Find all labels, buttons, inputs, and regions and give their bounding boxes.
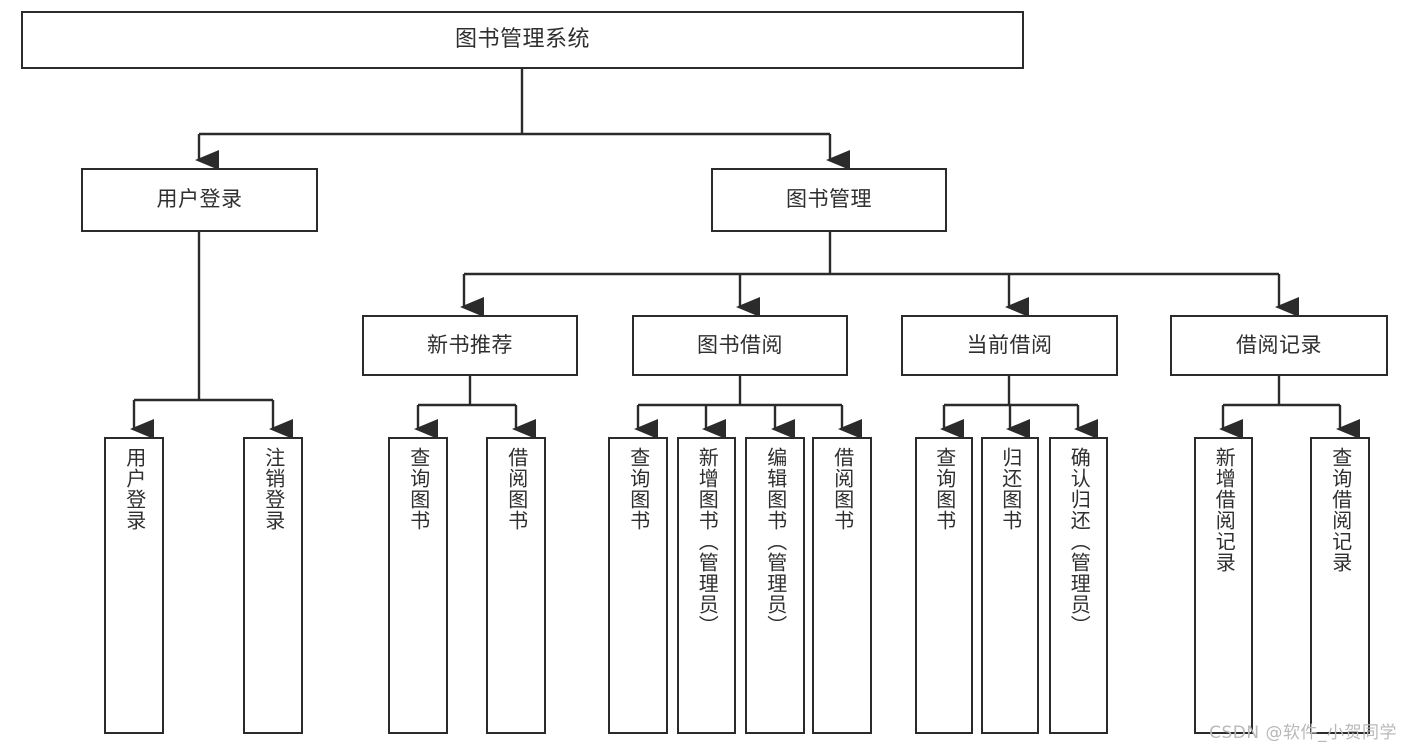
leaf-query-book-current[interactable]: 查询图书 xyxy=(915,437,973,734)
node-book-management[interactable]: 图书管理 xyxy=(711,168,947,232)
watermark: CSDN @软件_小贺同学 xyxy=(1209,723,1397,743)
leaf-query-borrow-record[interactable]: 查询借阅记录 xyxy=(1310,437,1370,734)
leaf-edit-book-admin-label: 编辑图书（管理员） xyxy=(763,447,788,636)
leaf-add-borrow-record-label: 新增借阅记录 xyxy=(1212,447,1237,573)
leaf-confirm-return-admin[interactable]: 确认归还（管理员） xyxy=(1049,437,1108,734)
node-book-borrow-label: 图书借阅 xyxy=(697,332,783,357)
node-root[interactable]: 图书管理系统 xyxy=(21,11,1024,69)
node-user-login[interactable]: 用户登录 xyxy=(81,168,318,232)
node-current-borrow-label: 当前借阅 xyxy=(966,332,1053,357)
leaf-query-book-borrow-label: 查询图书 xyxy=(626,447,651,531)
leaf-add-book-admin-label: 新增图书（管理员） xyxy=(695,447,720,636)
leaf-query-book-current-label: 查询图书 xyxy=(932,447,957,531)
leaf-return-book-label: 归还图书 xyxy=(998,447,1023,531)
node-new-book-recommend[interactable]: 新书推荐 xyxy=(362,315,578,376)
leaf-return-book[interactable]: 归还图书 xyxy=(981,437,1039,734)
leaf-edit-book-admin[interactable]: 编辑图书（管理员） xyxy=(745,437,805,734)
leaf-query-book-borrow[interactable]: 查询图书 xyxy=(608,437,668,734)
leaf-query-book-newbook[interactable]: 查询图书 xyxy=(388,437,448,734)
leaf-logout-label: 注销登录 xyxy=(261,447,286,531)
node-book-borrow[interactable]: 图书借阅 xyxy=(632,315,848,376)
leaf-borrow-book-borrow[interactable]: 借阅图书 xyxy=(812,437,872,734)
node-root-label: 图书管理系统 xyxy=(454,26,590,52)
node-borrow-record[interactable]: 借阅记录 xyxy=(1170,315,1388,376)
leaf-confirm-return-admin-label: 确认归还（管理员） xyxy=(1067,447,1092,636)
leaf-user-login[interactable]: 用户登录 xyxy=(104,437,164,734)
leaf-borrow-book-borrow-label: 借阅图书 xyxy=(830,447,855,531)
leaf-add-book-admin[interactable]: 新增图书（管理员） xyxy=(677,437,736,734)
leaf-query-borrow-record-label: 查询借阅记录 xyxy=(1328,447,1353,573)
node-book-management-label: 图书管理 xyxy=(786,187,872,212)
leaf-add-borrow-record[interactable]: 新增借阅记录 xyxy=(1194,437,1253,734)
leaf-borrow-book-newbook[interactable]: 借阅图书 xyxy=(486,437,546,734)
leaf-logout[interactable]: 注销登录 xyxy=(243,437,303,734)
node-new-book-recommend-label: 新书推荐 xyxy=(427,332,513,357)
leaf-borrow-book-newbook-label: 借阅图书 xyxy=(504,447,529,531)
leaf-user-login-label: 用户登录 xyxy=(122,447,147,531)
node-borrow-record-label: 借阅记录 xyxy=(1236,332,1322,357)
leaf-query-book-newbook-label: 查询图书 xyxy=(406,447,431,531)
node-current-borrow[interactable]: 当前借阅 xyxy=(901,315,1118,376)
node-user-login-label: 用户登录 xyxy=(156,187,243,212)
